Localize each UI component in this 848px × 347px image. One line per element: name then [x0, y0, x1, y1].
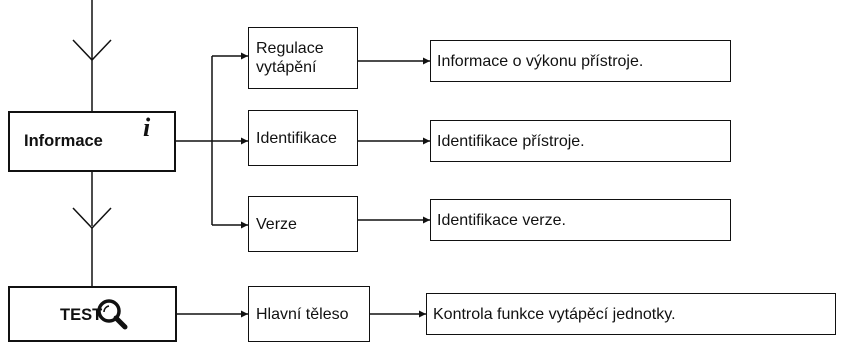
option-label: Identifikace — [256, 129, 337, 147]
result-label: Identifikace verze. — [437, 211, 566, 229]
info-icon: i — [143, 113, 151, 142]
informace-label: Informace — [24, 132, 103, 150]
option-identifikace: Identifikace — [248, 110, 358, 166]
test-node: TEST — [8, 286, 177, 342]
option-label: Hlavní těleso — [256, 305, 349, 323]
result-label: Kontrola funkce vytápěcí jednotky. — [433, 305, 676, 323]
option-regulace-vytapeni: Regulace vytápění — [248, 27, 358, 89]
informace-node: Informace i — [8, 111, 176, 172]
test-label: TEST — [60, 306, 103, 324]
search-icon — [97, 299, 128, 330]
option-label: Verze — [256, 215, 297, 233]
result-label: Informace o výkonu přístroje. — [437, 52, 644, 70]
result-identifikace-verze: Identifikace verze. — [430, 199, 731, 241]
result-label: Identifikace přístroje. — [437, 132, 585, 150]
option-label: Regulace vytápění — [256, 40, 324, 76]
result-kontrola-funkce: Kontrola funkce vytápěcí jednotky. — [426, 293, 836, 335]
option-hlavni-teleso: Hlavní těleso — [248, 286, 370, 342]
option-verze: Verze — [248, 196, 358, 252]
result-vykon-pristroje: Informace o výkonu přístroje. — [430, 40, 731, 82]
result-identifikace-pristroje: Identifikace přístroje. — [430, 120, 731, 162]
